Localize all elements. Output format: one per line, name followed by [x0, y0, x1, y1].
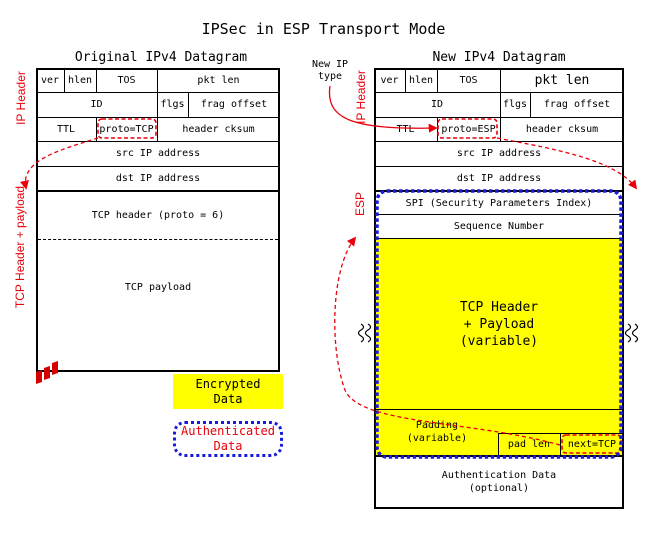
right-id-field: ID — [430, 99, 444, 110]
right-col-divider — [437, 68, 438, 92]
left-row-divider — [36, 92, 280, 93]
right-row-divider — [374, 117, 624, 118]
encrypted-region — [376, 239, 622, 455]
right-cksum-field: header cksum — [525, 123, 599, 135]
left-src-field: src IP address — [115, 148, 201, 159]
next-header-field: next=TCP — [567, 439, 617, 450]
left-flgs-field: flgs — [160, 99, 185, 110]
right-row-divider — [374, 190, 624, 192]
right-flgs-field: flgs — [502, 99, 528, 110]
right-col-divider — [500, 68, 501, 92]
left-pktlen-field: pkt len — [197, 74, 240, 86]
right-row-divider — [374, 238, 624, 239]
right-col-divider — [530, 92, 531, 117]
left-wave-icon — [357, 323, 372, 343]
left-row-divider — [36, 166, 280, 167]
left-col-divider — [188, 92, 189, 117]
callout-arrow — [328, 85, 438, 133]
right-col-divider — [560, 433, 561, 456]
left-dashed-divider — [38, 239, 278, 240]
right-col-divider — [500, 92, 501, 117]
left-proto-field: proto=TCP — [99, 123, 154, 135]
legend-authenticated: Authenticated Data — [173, 421, 283, 457]
left-col-divider — [157, 117, 158, 141]
left-col-divider — [96, 117, 97, 141]
left-tcp-payload: TCP payload — [124, 281, 192, 293]
right-row-divider — [498, 433, 624, 434]
right-col-divider — [500, 117, 501, 141]
right-src-field: src IP address — [456, 148, 542, 159]
left-col-divider — [96, 68, 97, 92]
encrypted-payload: TCP Header + Payload (variable) — [459, 299, 539, 349]
right-proto-arrow — [496, 137, 638, 190]
new-ip-type-callout: New IP type — [311, 59, 349, 82]
left-datagram — [36, 68, 280, 372]
proto-esp-highlight — [437, 118, 498, 139]
left-id-field: ID — [90, 99, 103, 110]
left-col-divider — [64, 68, 65, 92]
right-ttl-field: TTL — [396, 123, 415, 135]
right-row-divider — [374, 409, 624, 410]
right-tos-field: TOS — [459, 74, 478, 86]
right-heading: New IPv4 Datagram — [432, 50, 566, 65]
left-row-divider — [36, 141, 280, 142]
next-header-arrow — [334, 236, 561, 446]
left-ver-field: ver — [40, 74, 60, 86]
left-tos-field: TOS — [117, 74, 136, 86]
proto-tcp-highlight — [97, 118, 157, 139]
right-row-divider — [374, 166, 624, 167]
left-heading: Original IPv4 Datagram — [74, 50, 248, 65]
sequence-number-field: Sequence Number — [453, 221, 545, 232]
logo-blocks-icon — [36, 361, 58, 384]
pad-len-field: pad len — [507, 439, 551, 450]
left-row-divider — [36, 117, 280, 118]
right-row-divider — [374, 141, 624, 142]
left-ttl-field: TTL — [56, 123, 76, 135]
right-row-divider — [374, 92, 624, 93]
next-tcp-highlight — [561, 434, 622, 454]
left-frag-field: frag offset — [200, 99, 268, 110]
right-wave-icon — [624, 323, 639, 343]
right-dst-field: dst IP address — [456, 172, 542, 184]
left-cksum-field: header cksum — [182, 123, 255, 135]
padding-field: Padding (variable) — [406, 420, 468, 444]
right-hlen-field: hlen — [408, 74, 434, 86]
left-dst-field: dst IP address — [115, 172, 201, 184]
authentication-data-field: Authentication Data (optional) — [441, 470, 557, 494]
left-row-divider — [36, 190, 280, 192]
right-col-divider — [498, 433, 499, 456]
right-pktlen-field: pkt len — [534, 72, 590, 88]
right-proto-field: proto=ESP — [441, 123, 496, 135]
right-ver-field: ver — [380, 74, 399, 86]
authenticated-region — [375, 189, 623, 459]
legend-encrypted: Encrypted Data — [173, 374, 283, 409]
right-col-divider — [405, 68, 406, 92]
left-hlen-field: hlen — [67, 74, 93, 86]
right-row-divider — [374, 214, 624, 215]
right-frag-field: frag offset — [543, 99, 611, 110]
page-title: IPSec in ESP Transport Mode — [201, 20, 446, 38]
right-datagram — [374, 68, 624, 509]
spi-field: SPI (Security Parameters Index) — [405, 197, 593, 209]
left-proto-arrow — [20, 137, 99, 190]
left-col-divider — [157, 68, 158, 92]
left-tcp-header: TCP header (proto = 6) — [91, 210, 225, 221]
left-col-divider — [157, 92, 158, 117]
